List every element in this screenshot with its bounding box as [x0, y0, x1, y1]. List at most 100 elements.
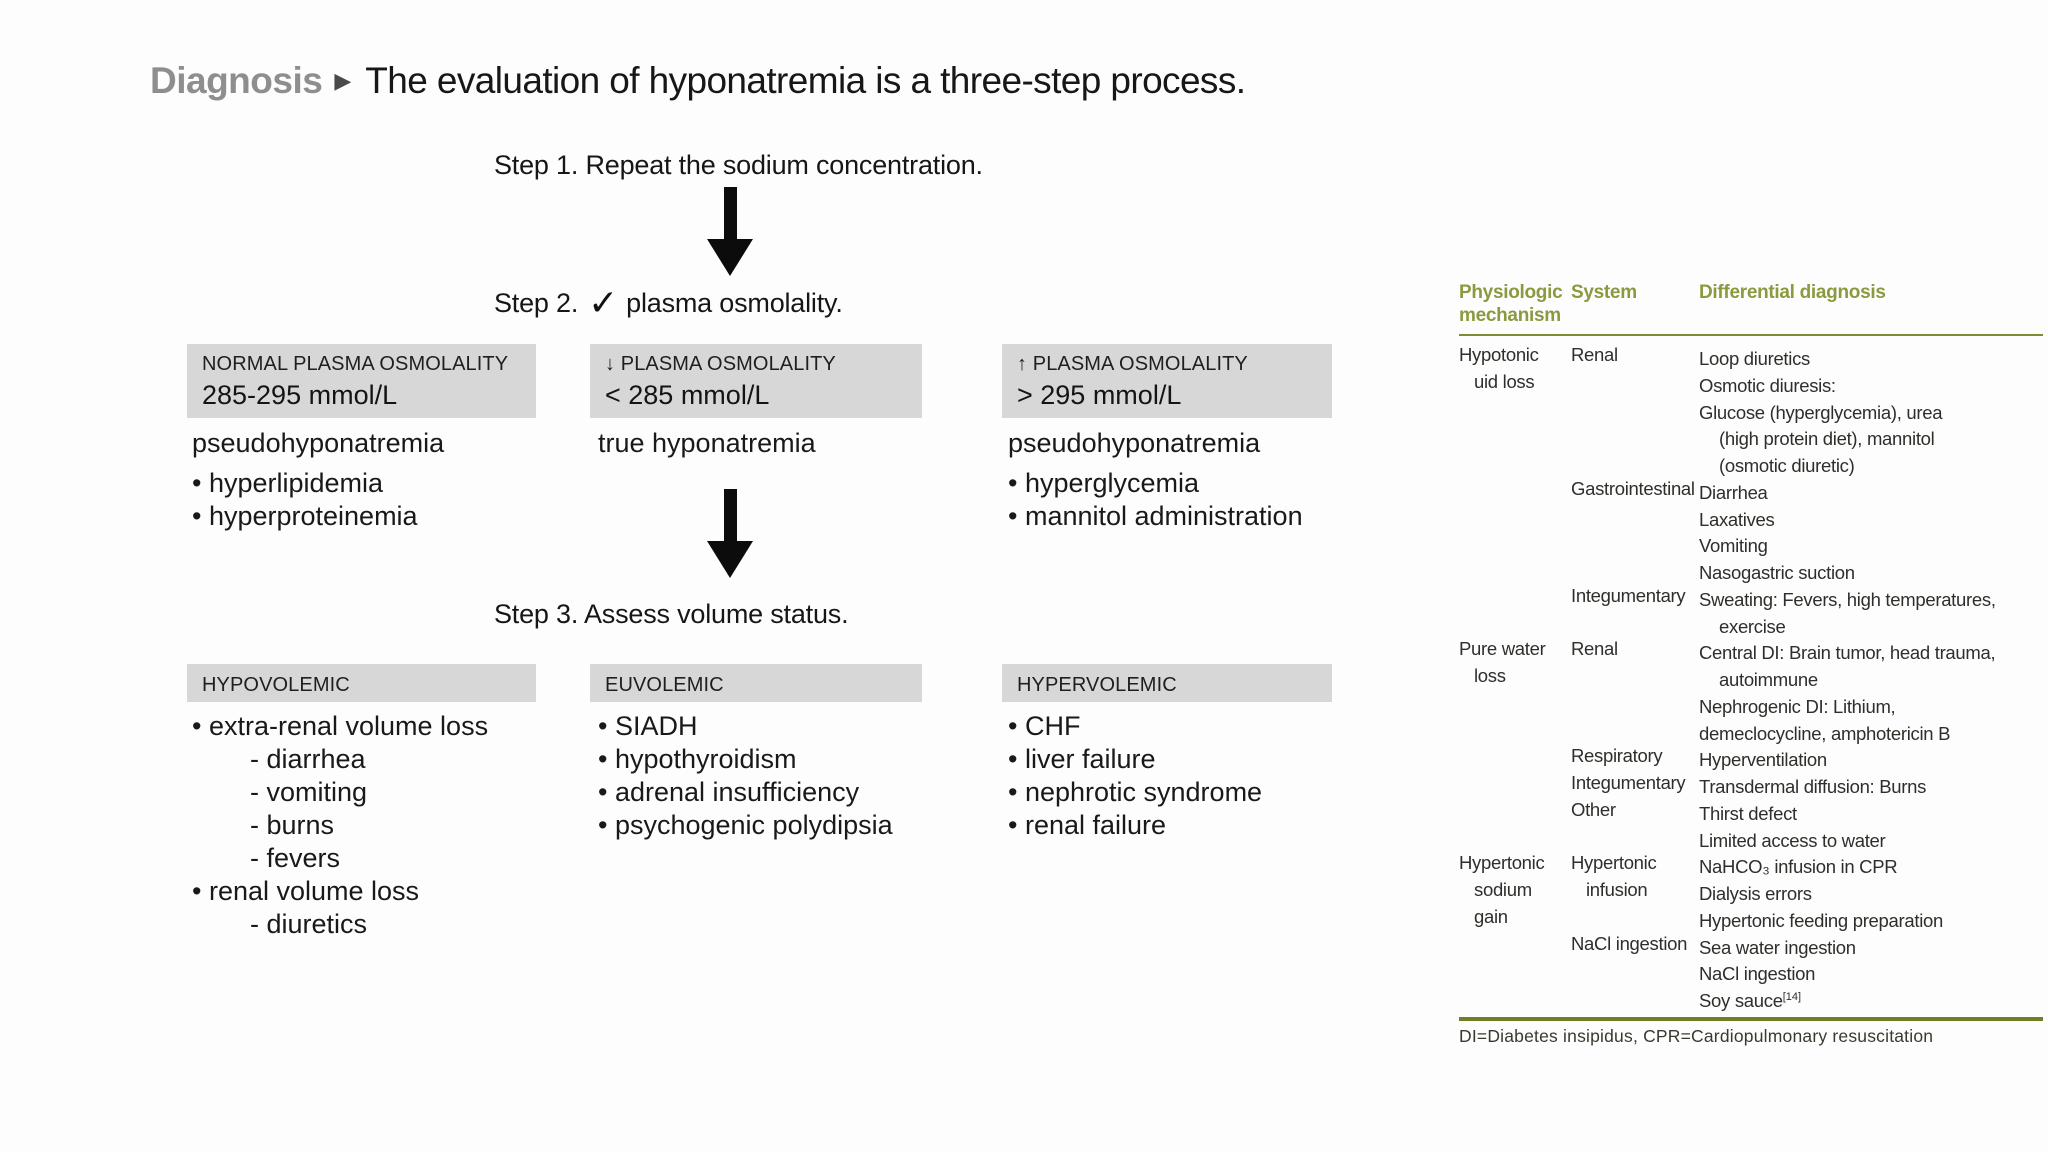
- list-item: • hypothyroidism: [598, 744, 797, 774]
- volume-list-hypervolemic: • CHF• liver failure• nephrotic syndrome…: [1008, 710, 1262, 842]
- table-row: Nasogastric suction: [1459, 558, 2043, 585]
- cell-system: infusion: [1586, 879, 1648, 900]
- cell-system: [1571, 959, 1699, 986]
- cell-mechanism: [1459, 398, 1571, 425]
- table-row: Limited access to water: [1459, 826, 2043, 853]
- cell-system: [1571, 665, 1699, 692]
- table-row: Glucose (hyperglycemia), urea: [1459, 398, 2043, 425]
- cell-diagnosis: Laxatives: [1699, 505, 2043, 532]
- diagnosis-text: Loop diuretics: [1699, 348, 1810, 370]
- cell-mechanism: sodium: [1474, 879, 1532, 900]
- volume-list-hypovolemic: • extra-renal volume loss- diarrhea- vom…: [192, 710, 488, 941]
- diagnosis-text: Thirst defect: [1699, 802, 1797, 824]
- diagnosis-text: Osmotic diuresis:: [1699, 374, 1836, 396]
- cell-diagnosis: NaCl ingestion: [1699, 959, 2043, 986]
- table-row: uid loss Osmotic diuresis:: [1459, 371, 2043, 398]
- table-row: Integumentary Sweating: Fevers, high tem…: [1459, 585, 2043, 612]
- result-list: • hyperglycemia• mannitol administration: [1008, 467, 1303, 533]
- cell-mechanism: [1459, 558, 1571, 585]
- header-diagnosis: Differential diagnosis: [1699, 282, 1886, 303]
- cell-system: [1571, 906, 1699, 933]
- box-value: > 295 mmol/L: [1017, 380, 1182, 410]
- table-row: NaCl ingestion Sea water ingestion: [1459, 933, 2043, 960]
- cell-diagnosis: autoimmune: [1699, 665, 2043, 692]
- step2-prefix: Step 2.: [494, 288, 579, 318]
- arrow-head: [707, 541, 753, 578]
- cell-system: Renal: [1571, 638, 1618, 660]
- result-heading: true hyponatremia: [598, 428, 816, 458]
- cell-mechanism: loss: [1474, 665, 1506, 686]
- cell-mechanism: [1459, 478, 1571, 505]
- cell-system: [1571, 826, 1699, 853]
- cell-system: Integumentary: [1571, 772, 1686, 793]
- cell-diagnosis: Soy sauce[14]: [1699, 986, 2043, 1013]
- arrow-shaft: [723, 187, 737, 239]
- diagnosis-text: Glucose (hyperglycemia), urea: [1699, 401, 1943, 423]
- list-item: - vomiting: [250, 777, 368, 807]
- box-title: ↑ PLASMA OSMOLALITY: [1017, 353, 1248, 375]
- cell-system: [1571, 451, 1699, 478]
- diagnosis-text: (high protein diet), mannitol: [1719, 428, 1935, 450]
- cell-system: Gastrointestinal: [1571, 477, 1695, 499]
- down-arrow-icon: [707, 187, 753, 276]
- table-row: (high protein diet), mannitol: [1459, 424, 2043, 451]
- cell-diagnosis: Vomiting: [1699, 531, 2043, 558]
- cell-system: Integumentary: [1571, 584, 1686, 606]
- cell-diagnosis: Hypertonic feeding preparation: [1699, 906, 2043, 933]
- cell-system: [1571, 424, 1699, 451]
- diagnosis-text: Laxatives: [1699, 508, 1775, 530]
- volume-box-euvolemic: EUVOLEMIC: [590, 664, 922, 702]
- cell-diagnosis: Dialysis errors: [1699, 879, 2043, 906]
- cell-mechanism: Hypotonic: [1459, 344, 1539, 365]
- diagnosis-text: Transdermal diffusion: Burns: [1699, 776, 1927, 798]
- list-item: • adrenal insufficiency: [598, 777, 860, 807]
- step2-label: Step 2.✓plasma osmolality.: [494, 283, 843, 324]
- diagnosis-text: Hypertonic feeding preparation: [1699, 909, 1943, 931]
- cell-mechanism: [1459, 585, 1571, 612]
- list-item: • CHF: [1008, 711, 1081, 741]
- cell-mechanism: Hypertonic: [1459, 852, 1545, 874]
- box-title: EUVOLEMIC: [605, 674, 724, 696]
- arrow-head: [707, 239, 753, 276]
- cell-system: Other: [1571, 798, 1616, 820]
- table-header: Physiologic mechanism System Differentia…: [1459, 281, 2043, 336]
- table-row: Nephrogenic DI: Lithium,: [1459, 692, 2043, 719]
- result-heading: pseudohyponatremia: [192, 428, 445, 458]
- table-row: demeclocycline, amphotericin B: [1459, 719, 2043, 746]
- cell-system: Respiratory: [1571, 745, 1663, 767]
- cell-system: [1571, 505, 1699, 532]
- list-item: - diuretics: [250, 909, 368, 939]
- header-system: System: [1571, 282, 1637, 303]
- cell-mechanism: gain: [1474, 905, 1508, 927]
- table-row: Hypertonic Hypertonic NaHCO₃ infusion in…: [1459, 852, 2043, 879]
- cell-diagnosis: Glucose (hyperglycemia), urea: [1699, 398, 2043, 425]
- list-item: • psychogenic polydipsia: [598, 810, 893, 840]
- box-title: NORMAL PLASMA OSMOLALITY: [202, 353, 509, 375]
- cell-diagnosis: Transdermal diffusion: Burns: [1699, 772, 2043, 799]
- cell-system: [1571, 612, 1699, 639]
- diagnosis-text: NaHCO₃ infusion in CPR: [1699, 856, 1898, 878]
- cell-diagnosis: Central DI: Brain tumor, head trauma,: [1699, 638, 2043, 665]
- cell-mechanism: [1459, 692, 1571, 719]
- cell-diagnosis: Sea water ingestion: [1699, 933, 2043, 960]
- cell-mechanism: [1459, 424, 1571, 451]
- cell-system: [1571, 558, 1699, 585]
- box-title: HYPOVOLEMIC: [202, 674, 350, 696]
- diagnosis-text: Hyperventilation: [1699, 749, 1827, 771]
- list-item: - diarrhea: [250, 744, 366, 774]
- list-item: - fevers: [250, 843, 341, 873]
- diagnosis-text: Nephrogenic DI: Lithium,: [1699, 695, 1896, 717]
- table-row: Gastrointestinal Diarrhea: [1459, 478, 2043, 505]
- cell-diagnosis: Thirst defect: [1699, 799, 2043, 826]
- table-row: NaCl ingestion: [1459, 959, 2043, 986]
- differential-diagnosis-table: Physiologic mechanism System Differentia…: [1459, 281, 2043, 1047]
- table-row: (osmotic diuretic): [1459, 451, 2043, 478]
- arrow-shaft: [723, 489, 737, 541]
- cell-diagnosis: Loop diuretics: [1699, 344, 2043, 371]
- box-title: HYPERVOLEMIC: [1017, 674, 1177, 696]
- result-column-low: true hyponatremia: [598, 428, 816, 467]
- cell-system: Hypertonic: [1571, 852, 1657, 874]
- volume-list-euvolemic: • SIADH• hypothyroidism• adrenal insuffi…: [598, 710, 893, 842]
- cell-system: [1571, 986, 1699, 1013]
- diagnosis-text: Dialysis errors: [1699, 883, 1812, 905]
